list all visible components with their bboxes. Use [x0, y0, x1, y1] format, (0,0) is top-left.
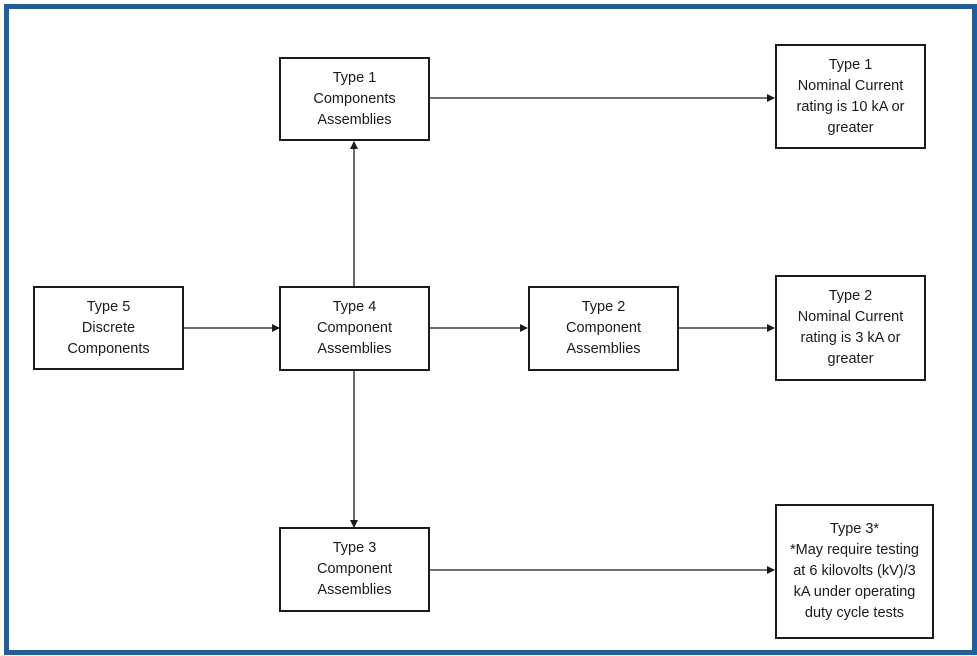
- node-type1-components-assemblies: Type 1 Components Assemblies: [279, 57, 430, 141]
- node-type1-line: Components: [313, 90, 396, 107]
- node-type1-line: Assemblies: [317, 111, 392, 128]
- node-type3-note-line: *May require testing: [790, 542, 919, 558]
- node-type5-line: Type 5: [86, 298, 131, 315]
- node-type1-line: Type 1: [332, 69, 377, 86]
- node-type2-line: Component: [566, 320, 641, 336]
- node-type3-note-line: Type 3*: [829, 521, 880, 537]
- node-type3-note-line: kA under operating: [793, 584, 916, 600]
- node-type3-line: Assemblies: [317, 582, 392, 598]
- node-type3-line: Type 3: [332, 540, 377, 556]
- node-type2-line: Assemblies: [566, 341, 641, 357]
- node-type1-rating-line: Nominal Current: [797, 77, 904, 94]
- node-type4-line: Component: [317, 320, 392, 336]
- node-type2-rating-line: greater: [827, 351, 874, 367]
- node-type3-component-assemblies: Type 3 Component Assemblies: [279, 527, 430, 612]
- node-type5-line: Discrete: [81, 319, 136, 336]
- node-type4-line: Type 4: [332, 299, 377, 315]
- node-type2-rating-line: rating is 3 kA or: [800, 330, 901, 346]
- node-type5-line: Components: [67, 340, 150, 357]
- node-type4-line: Assemblies: [317, 341, 392, 357]
- node-type3-testing-note: Type 3* *May require testing at 6 kilovo…: [775, 504, 934, 639]
- node-type2-line: Type 2: [581, 299, 626, 315]
- node-type4-component-assemblies: Type 4 Component Assemblies: [279, 286, 430, 371]
- node-type1-rating-line: greater: [827, 119, 874, 136]
- node-type1-rating-line: rating is 10 kA or: [796, 98, 905, 115]
- node-type2-current-rating: Type 2 Nominal Current rating is 3 kA or…: [775, 275, 926, 381]
- node-type5-discrete-components: Type 5 Discrete Components: [33, 286, 184, 370]
- node-type1-current-rating: Type 1 Nominal Current rating is 10 kA o…: [775, 44, 926, 149]
- node-type2-rating-line: Type 2: [828, 288, 873, 304]
- node-type3-note-line: duty cycle tests: [804, 605, 905, 621]
- node-type3-note-line: at 6 kilovolts (kV)/3: [793, 563, 916, 579]
- node-type1-rating-line: Type 1: [828, 56, 873, 73]
- node-type2-rating-line: Nominal Current: [797, 309, 904, 325]
- node-type3-line: Component: [317, 561, 392, 577]
- node-type2-component-assemblies: Type 2 Component Assemblies: [528, 286, 679, 371]
